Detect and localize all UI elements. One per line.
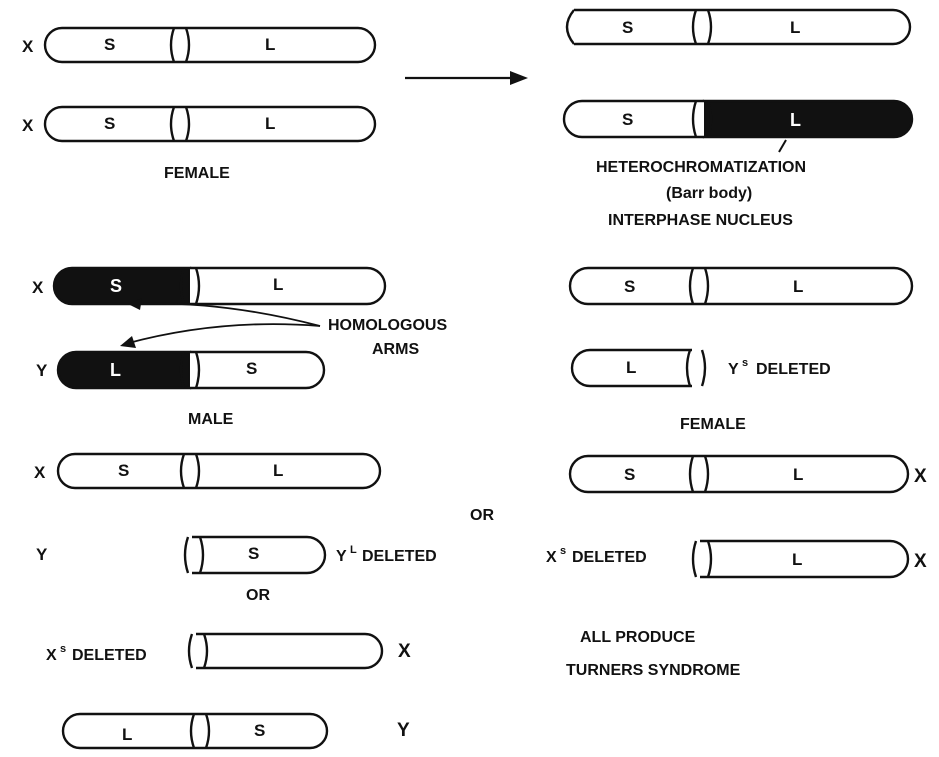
arm-label-l: L	[273, 461, 283, 480]
arm-label-l: L	[265, 35, 275, 54]
label-x: X	[34, 463, 46, 482]
arm-label-l: L	[273, 275, 283, 294]
chromosome-body	[58, 454, 380, 488]
transformation-arrow	[405, 71, 528, 85]
homologous-pointer	[120, 298, 320, 348]
female-x2-chromosome: X S L	[22, 107, 375, 141]
male-x-chromosome: X S L	[32, 268, 385, 304]
label-y: Y	[397, 720, 410, 741]
chromosome-end-left	[567, 10, 574, 44]
arm-label-l: L	[110, 360, 121, 380]
euchromatic-arm	[564, 101, 704, 137]
arm-label-l: L	[793, 465, 803, 484]
arm-label-s: S	[624, 277, 635, 296]
label-x: X	[546, 549, 557, 566]
heterochromatic-arm	[704, 101, 912, 137]
long-arm	[190, 268, 385, 304]
chromosome-body	[570, 456, 908, 492]
label-x: X	[398, 641, 411, 662]
arm-label-s: S	[104, 114, 115, 133]
caption-heterochromatization: HETEROCHROMATIZATION	[596, 159, 806, 176]
right-turner-x-chromosome: S L X	[570, 456, 927, 492]
caption-turners-syndrome: TURNERS SYNDROME	[566, 662, 741, 679]
arm-label-l: L	[626, 358, 636, 377]
y-bottom-chromosome: L S Y	[63, 714, 410, 748]
arm-label-l: L	[265, 114, 275, 133]
arm-label-l: L	[793, 277, 803, 296]
turner-x-chromosome: X S L	[34, 454, 380, 488]
x-short-deleted: X s DELETED X	[46, 634, 411, 668]
superscript-s: s	[560, 545, 566, 557]
label-or-2: OR	[246, 587, 270, 604]
homologous-long-arm	[58, 352, 190, 388]
arm-label-l: L	[122, 725, 132, 744]
caption-barr-body: (Barr body)	[666, 185, 752, 202]
arm-label-l: L	[792, 550, 802, 569]
arm-label-s: S	[248, 544, 259, 563]
arm-label-s: S	[622, 110, 633, 129]
label-deleted: DELETED	[756, 361, 831, 378]
arm-label-l: L	[790, 110, 801, 130]
label-x: X	[32, 278, 44, 297]
chromosome-body	[63, 714, 327, 748]
caption-homologous: HOMOLOGOUS	[328, 317, 447, 334]
arm-label-s: S	[104, 35, 115, 54]
superscript-s: s	[60, 643, 66, 655]
chromosome-body	[45, 107, 375, 141]
chromosome-body	[570, 268, 912, 304]
caption-arms: ARMS	[372, 341, 419, 358]
label-x: X	[46, 647, 57, 664]
label-x: X	[22, 37, 34, 56]
caption-female-top: FEMALE	[164, 165, 230, 182]
caption-female-right: FEMALE	[680, 416, 746, 433]
label-y: Y	[336, 548, 347, 565]
arm-label-l: L	[790, 18, 800, 37]
label-deleted: DELETED	[362, 548, 437, 565]
chromosome-body	[700, 541, 908, 577]
label-deleted: DELETED	[572, 549, 647, 566]
caption-male: MALE	[188, 411, 234, 428]
label-y: Y	[36, 545, 48, 564]
right-female-x-chromosome: S L	[570, 268, 912, 304]
label-x: X	[22, 116, 34, 135]
right-y-short-deleted: L Y s DELETED	[572, 350, 831, 386]
arm-label-s: S	[254, 721, 265, 740]
arm-label-s: S	[110, 276, 122, 296]
label-deleted: DELETED	[72, 647, 147, 664]
female-x1-chromosome: X S L	[22, 28, 375, 62]
label-x: X	[914, 466, 927, 487]
label-or-1: OR	[470, 507, 494, 524]
caption-interphase-nucleus: INTERPHASE NUCLEUS	[608, 212, 793, 229]
right-x-short-deleted: X s DELETED L X	[546, 541, 927, 577]
arm-label-s: S	[118, 461, 129, 480]
barr-body-chromosome: S L	[564, 101, 912, 152]
y-long-deleted: Y S Y L DELETED	[36, 537, 437, 573]
caption-all-produce: ALL PRODUCE	[580, 629, 696, 646]
male-y-chromosome: Y L S	[36, 352, 324, 388]
superscript-l: L	[350, 544, 357, 556]
label-x: X	[914, 551, 927, 572]
interphase-x1-chromosome: S L	[567, 10, 910, 44]
arm-label-s: S	[622, 18, 633, 37]
label-y: Y	[728, 361, 739, 378]
chromosome-body	[196, 634, 382, 668]
arm-label-s: S	[246, 359, 257, 378]
arm-label-s: S	[624, 465, 635, 484]
chromosome-body	[45, 28, 375, 62]
label-y: Y	[36, 361, 48, 380]
superscript-s: s	[742, 357, 748, 369]
pointer-line	[779, 140, 786, 152]
